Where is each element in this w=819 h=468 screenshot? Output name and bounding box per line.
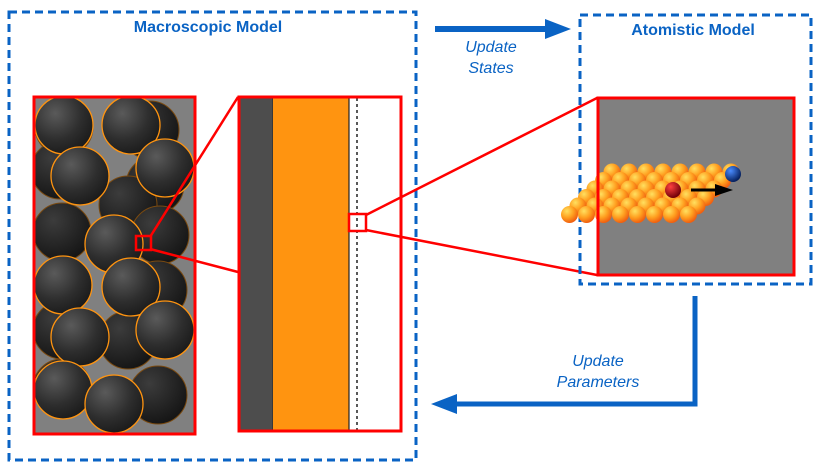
particle-bed-frame [32,95,197,436]
particle [101,257,161,317]
atomistic-view-frame [596,96,796,277]
particle-bed [32,95,197,436]
update-states-label-line2: States [468,60,513,77]
atomistic-model-title: Atomistic Model [631,22,755,39]
particle [101,97,161,155]
zoom-line-top-2 [365,96,598,217]
update-states-label-line1: Update [465,39,517,56]
adatom-blue-final [725,166,741,182]
zoom-region-marker-1 [134,234,153,252]
particle [84,374,144,434]
dark-layer [239,97,273,431]
particle [135,138,195,198]
cross-section-frame [237,95,403,433]
particles-group [34,97,195,434]
lattice-atom [578,206,595,223]
particle-back [34,202,92,262]
lattice-atom [612,206,629,223]
zoom-line-bottom-2 [365,228,598,277]
lattice-atom [663,206,680,223]
lattice-atom [646,206,663,223]
atomistic-model-panel: Atomistic Model [561,13,813,286]
surface-lattice [561,163,740,223]
zoom-region-marker-2 [347,212,368,233]
update-parameters-arrow: Update Parameters [431,296,698,414]
update-parameters-label-line2: Parameters [557,374,640,391]
lattice-atom [629,206,646,223]
particle [50,146,110,206]
macroscopic-model-panel: Macroscopic Model [7,10,418,462]
update-states-arrow: Update States [435,19,571,77]
orange-layer [273,97,349,431]
particle [34,360,93,420]
macroscopic-dashed-border [7,10,418,462]
arrow-left-icon [431,394,457,414]
interface-cross-section [237,95,403,433]
lattice-atom [680,206,697,223]
zoom-line-bottom-1 [149,247,239,274]
lattice-atom [561,206,578,223]
macroscopic-model-title: Macroscopic Model [134,19,282,36]
particle [34,255,93,315]
particle [34,97,94,155]
particle [135,300,195,360]
adatom-red-initial [665,182,681,198]
zoom-line-top-1 [148,96,240,238]
atomistic-dashed-border [578,13,813,286]
arrow-right-icon [545,19,571,39]
update-parameters-label-line1: Update [572,353,624,370]
diffusion-arrow-icon [715,184,733,196]
particle [50,307,110,367]
update-parameters-arrow-path [455,296,698,407]
